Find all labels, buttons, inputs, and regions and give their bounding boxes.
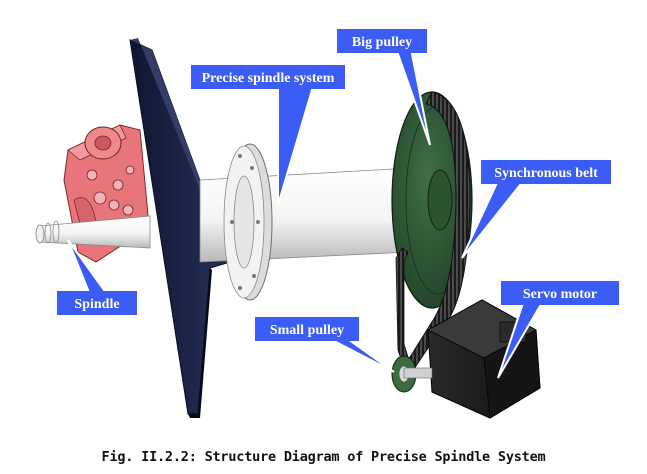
label-big-pulley: Big pulley — [352, 35, 412, 50]
spindle-shaft — [35, 215, 151, 249]
callout-big-pulley: Big pulley — [335, 27, 431, 146]
callout-small-pulley: Small pulley — [253, 315, 395, 373]
label-precise-spindle-system: Precise spindle system — [202, 71, 335, 86]
callout-spindle: Spindle — [55, 239, 139, 317]
small-pulley — [391, 355, 433, 393]
label-small-pulley: Small pulley — [270, 323, 344, 338]
label-synchronous-belt: Synchronous belt — [494, 166, 598, 181]
mounting-plate — [129, 38, 231, 418]
figure-caption: Fig. II.2.2: Structure Diagram of Precis… — [101, 449, 546, 465]
callout-synchronous-belt: Synchronous belt — [461, 158, 613, 259]
callout-servo-motor: Servo motor — [497, 279, 621, 379]
callout-precise-spindle-system: Precise spindle system — [189, 63, 347, 206]
label-spindle: Spindle — [74, 297, 119, 312]
label-servo-motor: Servo motor — [523, 287, 597, 302]
spindle-flange — [223, 143, 273, 301]
